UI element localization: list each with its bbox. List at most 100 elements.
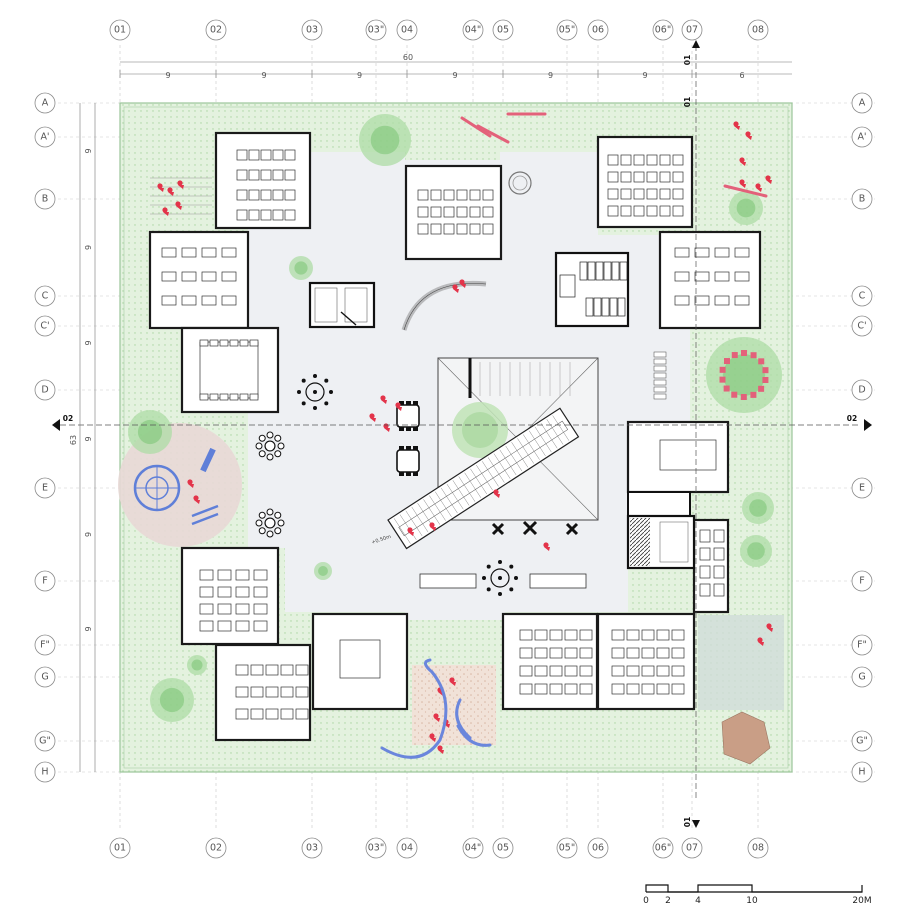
person: [395, 402, 401, 408]
row-bubble-left: G: [34, 666, 56, 688]
row-bubble-left-label: E: [42, 483, 48, 494]
column-bubble-bottom: 04: [396, 837, 418, 859]
section-label-top-2: 01: [683, 97, 692, 107]
column-bubble-top: 06": [652, 19, 674, 41]
column-bubble-bottom: 01: [109, 837, 131, 859]
row-bubble-right-label: D: [858, 385, 865, 396]
classroom-d-left: [180, 326, 280, 414]
left-dim-label: 9: [84, 436, 93, 441]
column-bubble-bottom-label: 03": [368, 843, 384, 854]
column-bubble-top-label: 04: [401, 25, 413, 36]
person: [452, 284, 458, 290]
person: [167, 187, 173, 193]
row-bubble-right-label: H: [858, 767, 865, 778]
column-bubble-top-label: 06": [655, 25, 671, 36]
side-room: [692, 518, 730, 614]
scale-tick-label: 10: [746, 896, 758, 904]
left-dim-label: 9: [84, 148, 93, 153]
column-bubble-top-label: 03: [306, 25, 318, 36]
row-bubble-left: G": [34, 730, 56, 752]
row-bubble-left-label: G: [41, 672, 48, 683]
column-bubble-top: 04: [396, 19, 418, 41]
person: [739, 179, 745, 185]
person: [193, 495, 199, 501]
site-border: [123, 106, 789, 769]
person: [380, 395, 386, 401]
row-bubble-right-label: C: [859, 291, 866, 302]
row-bubble-left-label: G": [39, 736, 51, 747]
total-width-label: 60: [403, 53, 413, 62]
column-bubble-top: 03": [365, 19, 387, 41]
column-bubble-top-label: 08: [752, 25, 764, 36]
courtyard-furniture: [150, 171, 769, 596]
row-bubble-right-label: E: [859, 483, 865, 494]
row-bubble-left: B: [34, 188, 56, 210]
row-bubble-right: A': [851, 126, 873, 148]
row-bubble-left-label: D: [41, 385, 48, 396]
column-bubble-bottom: 03": [365, 837, 387, 859]
row-bubble-right: E: [851, 477, 873, 499]
person: [739, 157, 745, 163]
trees: [128, 114, 782, 722]
top-dim-label: 9: [642, 71, 647, 80]
person: [745, 131, 751, 137]
play-sand-patch: [412, 665, 496, 745]
row-bubble-left: E: [34, 477, 56, 499]
section-label-left: 02: [63, 414, 73, 423]
column-bubble-top-label: 06: [592, 25, 604, 36]
classroom-g4: [596, 612, 696, 711]
stair-core: [308, 281, 376, 329]
row-bubble-left: A': [34, 126, 56, 148]
row-bubble-left-label: C': [40, 321, 49, 332]
left-dim-label: 9: [84, 245, 93, 250]
total-height-label: 63: [69, 435, 78, 445]
column-bubble-bottom: 06: [587, 837, 609, 859]
column-bubble-top: 04": [462, 19, 484, 41]
column-bubble-bottom-label: 08: [752, 843, 764, 854]
classroom-top: [404, 164, 503, 261]
red-benches: [460, 112, 768, 198]
row-bubble-left-label: H: [41, 767, 48, 778]
scale-tick-label: 0: [643, 896, 649, 904]
person: [157, 183, 163, 189]
left-dim-label: 9: [84, 340, 93, 345]
row-bubble-right-label: B: [859, 194, 866, 205]
service-core: [626, 514, 696, 570]
row-bubble-left-label: A: [42, 98, 49, 109]
row-bubble-left: D: [34, 379, 56, 401]
classroom-c-left: [148, 230, 250, 330]
row-bubble-left-label: C: [42, 291, 49, 302]
row-bubble-left: F: [34, 570, 56, 592]
column-bubble-bottom: 03: [301, 837, 323, 859]
column-bubble-bottom-label: 03: [306, 843, 318, 854]
column-bubble-bottom: 07: [681, 837, 703, 859]
section-label-top: 01: [683, 55, 692, 65]
column-bubble-bottom: 05": [556, 837, 578, 859]
row-bubble-right-label: F: [859, 576, 864, 587]
toilet-block: [554, 251, 691, 517]
meeting-room: [626, 420, 730, 494]
column-bubble-top-label: 01: [114, 25, 126, 36]
person: [766, 623, 772, 629]
column-bubble-bottom: 05: [492, 837, 514, 859]
row-bubble-right: G": [851, 730, 873, 752]
classroom-f-left: [180, 546, 280, 646]
column-bubble-top-label: 05": [559, 25, 575, 36]
row-bubble-right-label: G": [856, 736, 868, 747]
person: [383, 423, 389, 429]
column-bubble-top: 06: [587, 19, 609, 41]
blue-play-lines: [380, 658, 492, 759]
rooms: [148, 131, 762, 742]
person: [369, 413, 375, 419]
column-bubble-bottom: 08: [747, 837, 769, 859]
column-bubble-top: 05: [492, 19, 514, 41]
person: [757, 637, 763, 643]
person: [177, 180, 183, 186]
person: [493, 489, 499, 495]
row-bubble-right: C': [851, 315, 873, 337]
top-dim-label: 9: [261, 71, 266, 80]
column-bubble-bottom-label: 01: [114, 843, 126, 854]
section-label-bottom: 01: [683, 817, 692, 827]
person: [175, 201, 181, 207]
